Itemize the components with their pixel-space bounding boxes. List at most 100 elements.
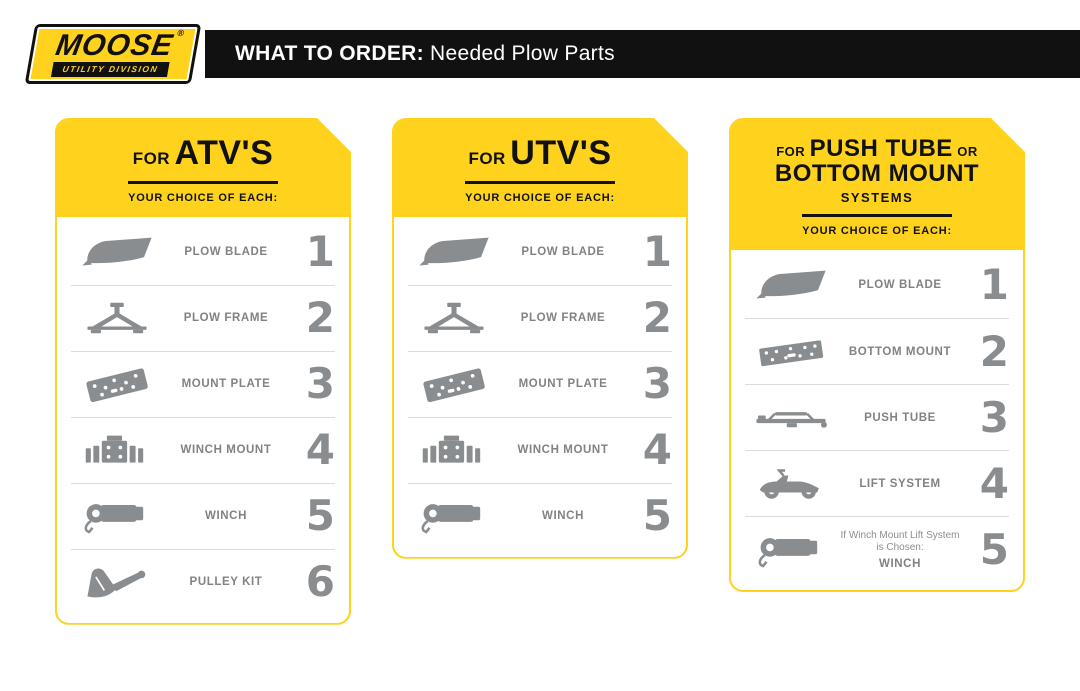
plow-blade-icon <box>745 267 837 303</box>
part-number: 4 <box>642 425 672 475</box>
part-number: 3 <box>642 359 672 409</box>
part-number: 5 <box>642 491 672 541</box>
plow-blade-icon <box>408 234 500 270</box>
choice-subtitle: YOUR CHOICE OF EACH: <box>128 191 278 204</box>
winch-icon <box>745 532 837 568</box>
part-number: 1 <box>305 226 335 276</box>
title-prefix: FOR <box>468 149 506 168</box>
winch-icon <box>408 498 500 534</box>
part-row: PULLEY KIT 6 <box>71 549 335 615</box>
push-tube-column: FOR PUSH TUBE OR BOTTOM MOUNT SYSTEMS YO… <box>729 118 1025 592</box>
bottom-mount-icon <box>745 334 837 370</box>
part-row: MOUNT PLATE 3 <box>408 351 672 417</box>
lift-system-icon <box>745 466 837 502</box>
push-tube-title-line1: FOR PUSH TUBE OR <box>743 136 1011 161</box>
part-label: PLOW FRAME <box>520 312 606 325</box>
part-number: 1 <box>642 226 672 276</box>
part-note: If Winch Mount Lift System is Chosen: <box>840 529 960 554</box>
part-label: PUSH TUBE <box>864 411 936 424</box>
pulley-kit-icon <box>71 564 163 600</box>
push-tube-title-line2: BOTTOM MOUNT <box>743 161 1011 186</box>
part-row: PLOW BLADE 1 <box>745 252 1009 318</box>
part-number: 1 <box>979 260 1009 310</box>
part-label: BOTTOM MOUNT <box>848 345 952 358</box>
atv-column-header: FOR ATV'S YOUR CHOICE OF EACH: <box>57 120 349 217</box>
plow-blade-icon <box>71 234 163 270</box>
part-label: PLOW BLADE <box>184 245 268 258</box>
winch-mount-icon <box>408 432 500 468</box>
logo-brand-text: MOOSE <box>53 29 176 63</box>
push-tube-icon <box>745 400 837 436</box>
part-row: PLOW FRAME 2 <box>71 285 335 351</box>
part-number: 6 <box>305 557 335 607</box>
utv-column-header: FOR UTV'S YOUR CHOICE OF EACH: <box>394 120 686 217</box>
part-label: WINCH MOUNT <box>517 444 609 457</box>
plow-frame-icon <box>408 300 500 336</box>
part-label: WINCH <box>542 510 584 523</box>
mount-plate-icon <box>408 366 500 402</box>
winch-mount-icon <box>71 432 163 468</box>
part-label: PLOW FRAME <box>183 312 269 325</box>
logo-subtitle: UTILITY DIVISION <box>51 62 170 77</box>
utv-column-title: FOR UTV'S <box>406 136 674 172</box>
part-row: WINCH MOUNT 4 <box>71 417 335 483</box>
choice-subtitle: YOUR CHOICE OF EACH: <box>465 191 615 204</box>
part-row: WINCH MOUNT 4 <box>408 417 672 483</box>
part-label: PLOW BLADE <box>858 279 942 292</box>
winch-icon <box>71 498 163 534</box>
plow-frame-icon <box>71 300 163 336</box>
part-row: MOUNT PLATE 3 <box>71 351 335 417</box>
part-row: WINCH 5 <box>71 483 335 549</box>
title-main: ATV'S <box>174 134 274 172</box>
title-underline <box>802 214 952 217</box>
part-number: 2 <box>305 293 335 343</box>
title-main: UTV'S <box>510 134 612 172</box>
part-label: MOUNT PLATE <box>518 378 608 391</box>
title-bar: WHAT TO ORDER: Needed Plow Parts <box>205 30 1080 78</box>
title-underline <box>465 181 615 184</box>
part-number: 5 <box>979 524 1009 574</box>
systems-label: SYSTEMS <box>840 190 914 206</box>
part-number: 2 <box>642 293 672 343</box>
atv-column-title: FOR ATV'S <box>69 136 337 172</box>
part-row: LIFT SYSTEM 4 <box>745 450 1009 516</box>
part-number: 3 <box>305 359 335 409</box>
part-row: WINCH 5 <box>408 483 672 549</box>
part-label: MOUNT PLATE <box>181 378 271 391</box>
part-number: 2 <box>979 326 1009 376</box>
push-tube-column-header: FOR PUSH TUBE OR BOTTOM MOUNT SYSTEMS YO… <box>731 120 1023 250</box>
registered-mark: ® <box>176 28 186 39</box>
title-main: PUSH TUBE <box>809 135 953 162</box>
part-number: 5 <box>305 491 335 541</box>
part-row: BOTTOM MOUNT 2 <box>745 318 1009 384</box>
part-row: PLOW BLADE 1 <box>71 219 335 285</box>
title-main: BOTTOM MOUNT <box>774 160 980 188</box>
part-label: WINCH <box>205 510 247 523</box>
title-suffix: OR <box>957 144 978 159</box>
title-prefix: FOR <box>776 144 806 159</box>
atv-column: FOR ATV'S YOUR CHOICE OF EACH: PLOW BLAD… <box>55 118 351 625</box>
part-label: WINCH <box>879 557 921 570</box>
part-label: LIFT SYSTEM <box>859 477 941 490</box>
moose-wordmark: MOOSE® <box>53 28 186 63</box>
part-row: PLOW FRAME 2 <box>408 285 672 351</box>
part-number: 4 <box>305 425 335 475</box>
utv-column: FOR UTV'S YOUR CHOICE OF EACH: PLOW BLAD… <box>392 118 688 559</box>
page-title-rest: Needed Plow Parts <box>423 42 615 65</box>
choice-subtitle: YOUR CHOICE OF EACH: <box>802 225 952 238</box>
part-label: PULLEY KIT <box>189 576 263 589</box>
title-prefix: FOR <box>132 149 171 168</box>
mount-plate-icon <box>71 366 163 402</box>
part-row: If Winch Mount Lift System is Chosen: WIN… <box>745 516 1009 582</box>
part-label: WINCH MOUNT <box>180 444 272 457</box>
columns-container: FOR ATV'S YOUR CHOICE OF EACH: PLOW BLAD… <box>55 118 1025 625</box>
part-number: 3 <box>979 392 1009 442</box>
moose-logo: MOOSE® UTILITY DIVISION <box>24 24 202 84</box>
page-title-bold: WHAT TO ORDER: <box>235 42 424 65</box>
part-number: 4 <box>979 458 1009 508</box>
part-row: PUSH TUBE 3 <box>745 384 1009 450</box>
part-label: PLOW BLADE <box>521 245 605 258</box>
